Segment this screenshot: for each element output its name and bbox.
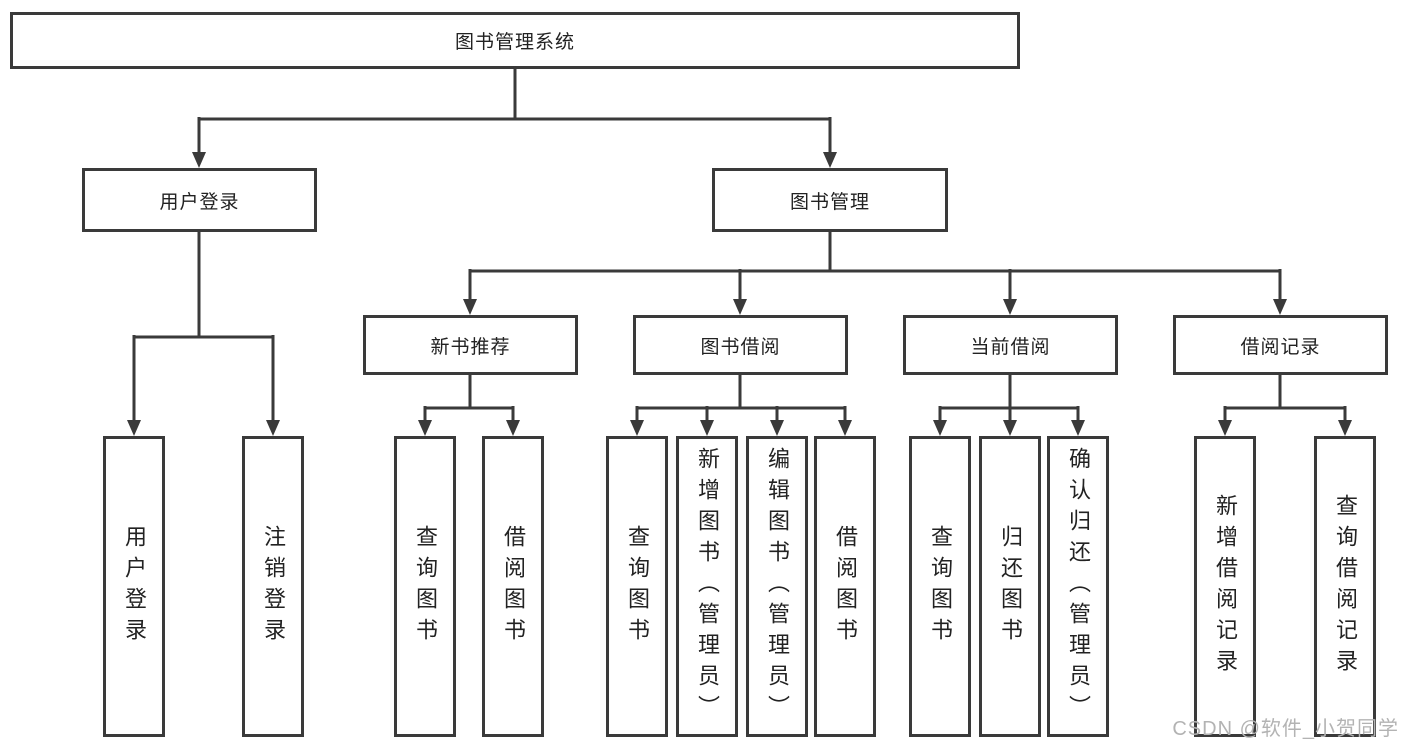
node-current-borrow-label: 当前借阅 bbox=[970, 336, 1051, 358]
leaf-query-borrow-record-label: 查询借阅记录 bbox=[1333, 493, 1358, 680]
edge-borrow-records-to-children bbox=[1218, 375, 1352, 436]
leaf-query-books-1-label: 查询图书 bbox=[413, 524, 438, 649]
arrowhead bbox=[770, 420, 784, 436]
watermark: CSDN @软件_小贺同学 bbox=[1172, 718, 1399, 740]
leaf-add-books-admin-label: 新增图书（管理员） bbox=[695, 447, 720, 726]
leaf-query-books-2-label: 查询图书 bbox=[625, 524, 650, 649]
leaf-user-login-label: 用户登录 bbox=[122, 524, 147, 649]
edge-current-borrow-to-children bbox=[933, 375, 1085, 436]
leaf-query-books-2: 查询图书 bbox=[606, 436, 668, 737]
leaf-borrow-books-1: 借阅图书 bbox=[482, 436, 544, 737]
edge-new-book-to-children bbox=[418, 375, 520, 436]
arrowhead bbox=[1071, 420, 1085, 436]
leaf-return-books: 归还图书 bbox=[979, 436, 1041, 737]
leaf-borrow-books-2: 借阅图书 bbox=[814, 436, 876, 737]
edge-book-borrow-to-children bbox=[630, 375, 852, 436]
leaf-edit-books-admin-label: 编辑图书（管理员） bbox=[765, 447, 790, 726]
leaf-return-books-label: 归还图书 bbox=[998, 524, 1023, 649]
leaf-borrow-books-1-label: 借阅图书 bbox=[501, 524, 526, 649]
arrowhead bbox=[463, 299, 477, 315]
leaf-query-books-1: 查询图书 bbox=[394, 436, 456, 737]
edge-root-to-level2 bbox=[192, 69, 837, 168]
arrowhead bbox=[506, 420, 520, 436]
leaf-confirm-return-admin-label: 确认归还（管理员） bbox=[1066, 447, 1091, 726]
node-book-management-label: 图书管理 bbox=[789, 191, 870, 213]
arrowhead bbox=[823, 152, 837, 168]
arrowhead bbox=[700, 420, 714, 436]
leaf-logout-label: 注销登录 bbox=[261, 524, 286, 649]
arrowhead bbox=[630, 420, 644, 436]
node-current-borrow: 当前借阅 bbox=[903, 315, 1118, 375]
arrowhead bbox=[266, 420, 280, 436]
node-book-borrow-label: 图书借阅 bbox=[700, 336, 781, 358]
leaf-query-books-3: 查询图书 bbox=[909, 436, 971, 737]
arrowhead bbox=[1003, 299, 1017, 315]
node-borrow-records: 借阅记录 bbox=[1173, 315, 1388, 375]
leaf-query-books-3-label: 查询图书 bbox=[928, 524, 953, 649]
arrowhead bbox=[733, 299, 747, 315]
leaf-logout: 注销登录 bbox=[242, 436, 304, 737]
arrowhead bbox=[1273, 299, 1287, 315]
arrowhead bbox=[1218, 420, 1232, 436]
arrowhead bbox=[127, 420, 141, 436]
leaf-user-login: 用户登录 bbox=[103, 436, 165, 737]
edge-book-management-to-level3 bbox=[463, 232, 1287, 315]
node-book-management: 图书管理 bbox=[712, 168, 948, 232]
arrowhead bbox=[418, 420, 432, 436]
leaf-add-borrow-record: 新增借阅记录 bbox=[1194, 436, 1256, 737]
leaf-add-books-admin: 新增图书（管理员） bbox=[676, 436, 738, 737]
node-new-book-recommend-label: 新书推荐 bbox=[430, 336, 511, 358]
node-book-borrow: 图书借阅 bbox=[633, 315, 848, 375]
arrowhead bbox=[192, 152, 206, 168]
leaf-query-borrow-record: 查询借阅记录 bbox=[1314, 436, 1376, 737]
arrowhead bbox=[1338, 420, 1352, 436]
node-new-book-recommend: 新书推荐 bbox=[363, 315, 578, 375]
arrowhead bbox=[1003, 420, 1017, 436]
leaf-edit-books-admin: 编辑图书（管理员） bbox=[746, 436, 808, 737]
edge-user-login-to-children bbox=[127, 232, 280, 436]
leaf-confirm-return-admin: 确认归还（管理员） bbox=[1047, 436, 1109, 737]
arrowhead bbox=[933, 420, 947, 436]
leaf-borrow-books-2-label: 借阅图书 bbox=[833, 524, 858, 649]
leaf-add-borrow-record-label: 新增借阅记录 bbox=[1213, 493, 1238, 680]
node-root: 图书管理系统 bbox=[10, 12, 1020, 69]
node-user-login: 用户登录 bbox=[82, 168, 317, 232]
node-user-login-label: 用户登录 bbox=[159, 191, 240, 213]
node-root-label: 图书管理系统 bbox=[454, 32, 575, 53]
arrowhead bbox=[838, 420, 852, 436]
node-borrow-records-label: 借阅记录 bbox=[1240, 336, 1321, 358]
